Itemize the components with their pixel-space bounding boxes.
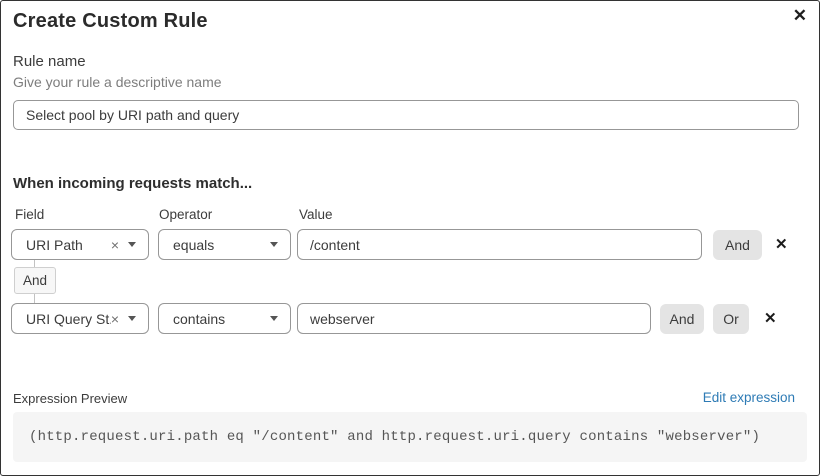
- remove-row1-icon[interactable]: ✕: [775, 236, 788, 253]
- expression-code-box: (http.request.uri.path eq "/content" and…: [13, 412, 807, 462]
- dialog-title: Create Custom Rule: [13, 10, 208, 32]
- value-input-row2[interactable]: [297, 303, 651, 334]
- add-or-button-row2[interactable]: Or: [713, 304, 749, 334]
- rule-name-input[interactable]: [13, 100, 799, 130]
- matcher-heading: When incoming requests match...: [13, 175, 253, 192]
- operator-select-row1[interactable]: equals: [158, 229, 291, 260]
- chevron-down-icon: [270, 316, 278, 321]
- field-select-row1[interactable]: URI Path ×: [11, 229, 149, 260]
- close-icon[interactable]: ✕: [792, 6, 807, 25]
- add-and-button-row1[interactable]: And: [713, 230, 762, 260]
- operator-select-row2[interactable]: contains: [158, 303, 291, 334]
- chevron-down-icon: [270, 242, 278, 247]
- operator-select-row2-value: contains: [173, 310, 226, 327]
- column-label-field: Field: [15, 207, 45, 222]
- expression-code: (http.request.uri.path eq "/content" and…: [29, 429, 761, 445]
- rule-name-helper: Give your rule a descriptive name: [13, 74, 222, 90]
- remove-row2-icon[interactable]: ✕: [764, 310, 777, 327]
- value-input-row1[interactable]: [297, 229, 702, 260]
- chevron-down-icon: [128, 242, 136, 247]
- column-label-value: Value: [299, 207, 333, 222]
- clear-selection-icon[interactable]: ×: [110, 310, 119, 327]
- clear-selection-icon[interactable]: ×: [110, 236, 119, 253]
- add-and-button-row2[interactable]: And: [660, 304, 704, 334]
- field-select-row2[interactable]: URI Query St... ×: [11, 303, 149, 334]
- edit-expression-link[interactable]: Edit expression: [702, 390, 795, 405]
- chevron-down-icon: [128, 316, 136, 321]
- connector-and-badge: And: [14, 267, 56, 294]
- field-select-row1-value: URI Path: [26, 236, 83, 253]
- column-label-operator: Operator: [159, 207, 213, 222]
- expression-preview-label: Expression Preview: [13, 391, 128, 406]
- operator-select-row1-value: equals: [173, 236, 215, 253]
- field-select-row2-value: URI Query St...: [26, 310, 111, 327]
- rule-name-label: Rule name: [13, 53, 86, 70]
